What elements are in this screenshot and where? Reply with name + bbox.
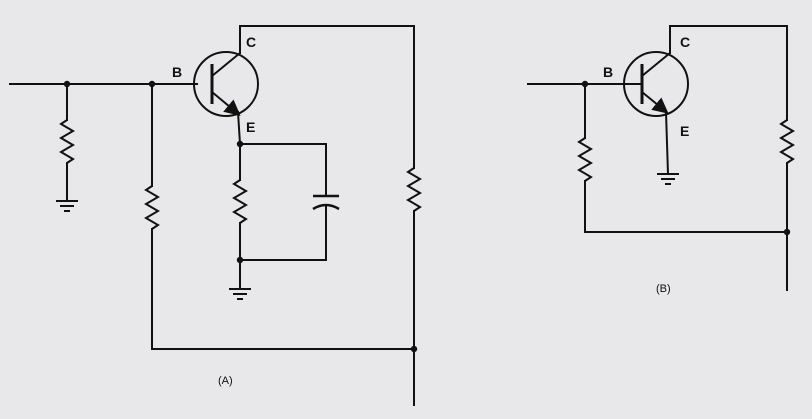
b-feedback-resistor: [577, 83, 593, 233]
b-base-label: B: [603, 64, 613, 80]
a-input-resistor: [59, 83, 75, 202]
b-caption: (B): [656, 283, 671, 295]
a-emitter-ground-symbol: [229, 288, 251, 300]
b-emitter-label: E: [680, 123, 689, 139]
b-transistor: [623, 25, 689, 176]
a-transistor: [193, 25, 259, 146]
b-emitter-ground-symbol: [657, 173, 679, 185]
circuit-b: B C E (B): [527, 25, 795, 295]
b-load-resistor: [779, 25, 795, 291]
a-bias-resistor: [144, 83, 160, 350]
a-load-resistor: [406, 25, 422, 406]
a-emitter-resistor: [232, 143, 248, 290]
a-collector-label: C: [246, 34, 256, 50]
b-collector-label: C: [680, 34, 690, 50]
a-caption: (A): [218, 375, 233, 387]
a-input-ground-symbol: [56, 200, 78, 212]
a-bypass-capacitor: [312, 143, 340, 261]
a-base-label: B: [172, 64, 182, 80]
circuit-a: B C E (A): [9, 25, 422, 406]
a-emitter-label: E: [246, 119, 255, 135]
a-junction-ground: [236, 256, 244, 264]
